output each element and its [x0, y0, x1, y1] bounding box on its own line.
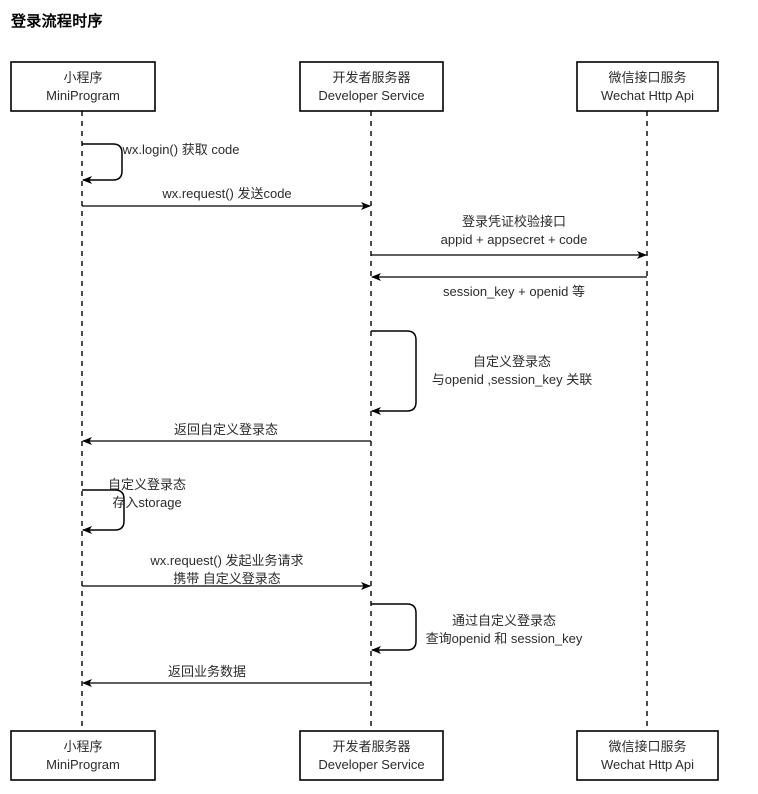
- participant-miniprogram-top[interactable]: 小程序 MiniProgram: [10, 61, 156, 112]
- message-label: 通过自定义登录态: [452, 613, 556, 628]
- message-label: wx.request() 发起业务请求: [149, 553, 303, 568]
- message-label: 返回业务数据: [168, 664, 246, 679]
- message-label: 查询openid 和 session_key: [426, 631, 583, 646]
- message-label: 携带 自定义登录态: [173, 571, 281, 586]
- message-m4[interactable]: session_key + openid 等: [371, 273, 647, 299]
- message-label: appid + appsecret + code: [441, 232, 588, 247]
- participant-wechat-bottom[interactable]: 微信接口服务 Wechat Http Api: [576, 730, 719, 781]
- participant-name-cn: 小程序: [63, 70, 102, 85]
- participant-name-en: MiniProgram: [46, 88, 120, 103]
- page-title: 登录流程时序: [11, 13, 103, 30]
- participant-name-cn: 微信接口服务: [608, 70, 686, 85]
- message-self-loop: [82, 143, 123, 184]
- participant-name-en: Developer Service: [318, 88, 424, 103]
- participant-box-frame: [299, 730, 444, 781]
- message-label: 返回自定义登录态: [174, 422, 278, 437]
- message-label: wx.request() 发送code: [161, 186, 291, 201]
- message-m3[interactable]: 登录凭证校验接口 appid + appsecret + code: [371, 214, 647, 259]
- participant-wechat-top[interactable]: 微信接口服务 Wechat Http Api: [576, 61, 719, 112]
- message-label: session_key + openid 等: [443, 284, 585, 299]
- message-label: 登录凭证校验接口: [462, 214, 566, 229]
- message-m2[interactable]: wx.request() 发送code: [82, 186, 371, 210]
- participant-box-frame: [576, 730, 719, 781]
- participant-name-en: Wechat Http Api: [601, 757, 694, 772]
- message-self-loop: [371, 330, 417, 415]
- participant-name-cn: 微信接口服务: [608, 739, 686, 754]
- lifelines-layer: [81, 111, 648, 731]
- participant-box-frame: [10, 730, 156, 781]
- participant-name-en: MiniProgram: [46, 757, 120, 772]
- message-label: 自定义登录态: [473, 354, 551, 369]
- message-m6[interactable]: 返回自定义登录态: [82, 422, 371, 445]
- message-label: 与openid ,session_key 关联: [432, 372, 592, 387]
- participant-name-en: Developer Service: [318, 757, 424, 772]
- message-m10[interactable]: 返回业务数据: [82, 664, 371, 687]
- participant-box-frame: [10, 61, 156, 112]
- participant-box-frame: [576, 61, 719, 112]
- participant-name-cn: 开发者服务器: [332, 70, 410, 85]
- message-self-loop: [82, 489, 125, 534]
- message-label: 存入storage: [112, 495, 181, 510]
- participant-developer-bottom[interactable]: 开发者服务器 Developer Service: [299, 730, 444, 781]
- message-label: 自定义登录态: [108, 477, 186, 492]
- participant-name-cn: 小程序: [63, 739, 102, 754]
- message-m1[interactable]: wx.login() 获取 code: [82, 142, 240, 184]
- message-self-loop: [371, 603, 417, 654]
- participant-developer-top[interactable]: 开发者服务器 Developer Service: [299, 61, 444, 112]
- participant-miniprogram-bottom[interactable]: 小程序 MiniProgram: [10, 730, 156, 781]
- participant-box-frame: [299, 61, 444, 112]
- participant-name-cn: 开发者服务器: [332, 739, 410, 754]
- participant-name-en: Wechat Http Api: [601, 88, 694, 103]
- messages-layer: wx.login() 获取 code wx.request() 发送code 登录凭…: [82, 142, 647, 687]
- message-label: wx.login() 获取 code: [121, 142, 239, 157]
- participants-top-layer: 小程序 MiniProgram 开发者服务器 Developer Service 微信接…: [10, 61, 719, 112]
- participants-bottom-layer: 小程序 MiniProgram 开发者服务器 Developer Service 微信接…: [10, 730, 719, 781]
